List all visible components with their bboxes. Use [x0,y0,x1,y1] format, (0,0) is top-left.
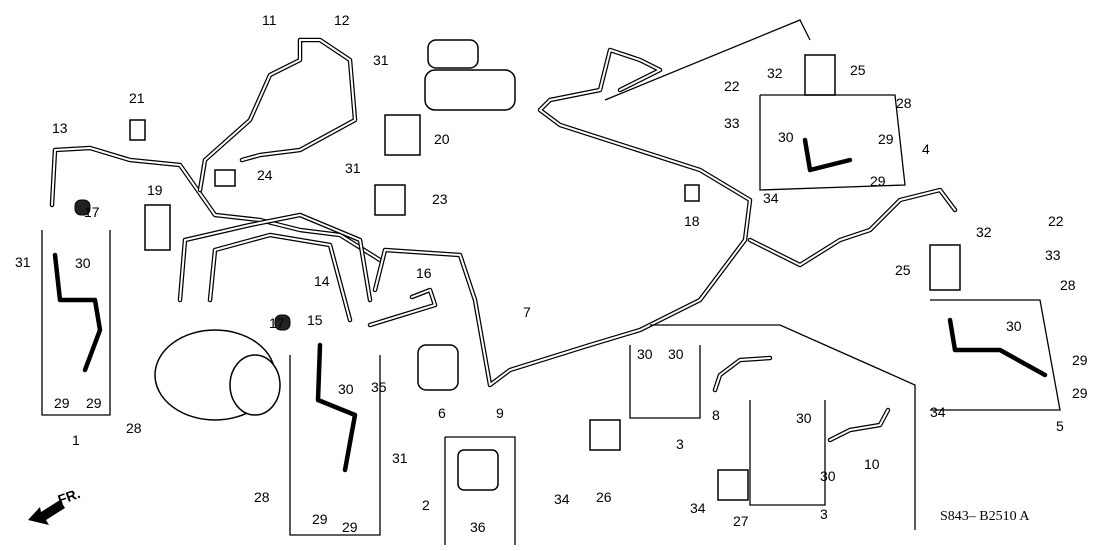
callout: 26 [596,489,612,505]
callout: 20 [434,131,450,147]
clip-24 [214,169,236,187]
callout: 15 [307,312,323,328]
callout: 7 [523,304,531,320]
clip-21 [129,119,146,141]
callout: 18 [684,213,700,229]
callout: 14 [314,273,330,289]
callout: 3 [676,436,684,452]
callout: 28 [1060,277,1076,293]
callout: 35 [371,379,387,395]
callout: 36 [470,519,486,535]
callout: 30 [338,381,354,397]
callout: 19 [147,182,163,198]
grommet-17 [74,199,91,216]
callout: 23 [432,191,448,207]
callout: 25 [895,262,911,278]
callout: 31 [392,450,408,466]
callout: 5 [1056,418,1064,434]
bracket-19 [144,204,171,251]
proportioning-valve-6 [417,344,459,391]
callout: 27 [733,513,749,529]
callout: 34 [763,190,779,206]
callout: 13 [52,120,68,136]
front-label: FR. [56,485,83,508]
bracket-25-right [929,244,961,291]
grommet-17b [274,314,291,331]
callout: 32 [767,65,783,81]
callout: 32 [976,224,992,240]
master-cylinder [424,69,516,111]
callout: 34 [690,500,706,516]
callout: 2 [422,497,430,513]
proportioning-valve-20 [384,114,421,156]
callout: 30 [637,346,653,362]
callout: 29 [878,131,894,147]
callout: 21 [129,90,145,106]
callout: 10 [864,456,880,472]
callout-labels: 11 12 31 21 13 20 24 31 23 17 19 30 31 1… [15,12,1088,535]
callout: 17 [84,204,100,220]
bracket-25-top [804,54,836,96]
callout: 29 [312,511,328,527]
callout: 30 [820,468,836,484]
callout: 12 [334,12,350,28]
parts [52,39,1048,501]
callout: 33 [1045,247,1061,263]
callout: 3 [820,506,828,522]
callout: 17 [269,315,285,331]
callout: 30 [796,410,812,426]
master-cylinder-reservoir [427,39,479,69]
callout: 30 [668,346,684,362]
callout: 31 [345,160,361,176]
diagram-code: S843– B2510 A [940,509,1030,524]
callout: 28 [896,95,912,111]
callout: 9 [496,405,504,421]
callout: 33 [724,115,740,131]
callout: 11 [262,12,277,28]
callout: 1 [72,432,80,448]
callout: 28 [126,420,142,436]
callout: 30 [778,129,794,145]
callout: 30 [75,255,91,271]
valve-36 [457,449,499,491]
callout: 29 [1072,385,1088,401]
callout: 22 [724,78,740,94]
callout: 4 [922,141,930,157]
callout: 29 [86,395,102,411]
group-brackets [41,19,1061,545]
callout: 8 [712,407,720,423]
callout: 31 [15,254,31,270]
callout: 25 [850,62,866,78]
callout: 34 [554,491,570,507]
front-direction-indicator: FR. [28,485,82,525]
callout: 29 [870,173,886,189]
callout: 29 [54,395,70,411]
callout: 29 [1072,352,1088,368]
callout: 6 [438,405,446,421]
front-arrow-icon [28,500,65,525]
callout: 29 [342,519,358,535]
callout: 30 [1006,318,1022,334]
bracket-27 [717,469,749,501]
callout: 31 [373,52,389,68]
callout: 34 [930,404,946,420]
brake-pipes [49,37,958,443]
clip-18 [684,184,700,202]
callout: 22 [1048,213,1064,229]
callout: 24 [257,167,273,183]
callout: 16 [416,265,432,281]
bracket-26 [589,419,621,451]
bracket-23 [374,184,406,216]
callout: 28 [254,489,270,505]
